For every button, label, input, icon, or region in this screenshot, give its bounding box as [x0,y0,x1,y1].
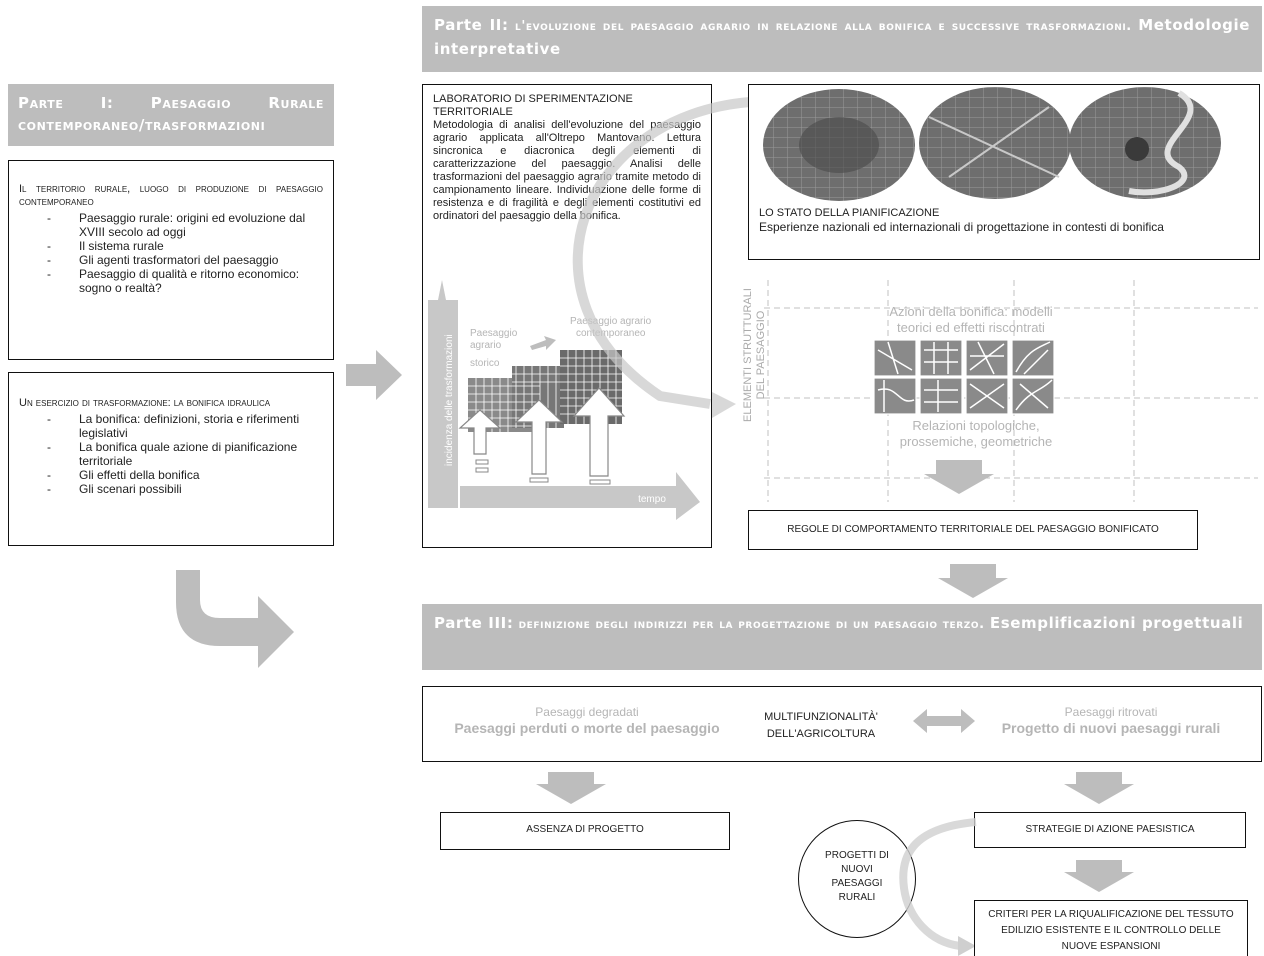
planning-text: Esperienze nazionali ed internazionali d… [759,220,1164,234]
transformation-diagram: incidenza delle trasformazioni tempo Pae… [428,280,700,520]
part2-title-rest: l'evoluzione del paesaggio agrario in re… [515,19,1132,34]
list-item: Paesaggio rurale: origini ed evoluzione … [47,211,323,239]
multifunzionalita-box: Paesaggi degradati Paesaggi perduti o mo… [422,686,1262,762]
list-item: La bonifica: definizioni, storia e rifer… [47,412,323,440]
y-axis-arrow [428,280,458,508]
part2-title-strong: Parte II: [434,16,509,34]
lab-box: LABORATORIO DI SPERIMENTAZIONE TERRITORI… [422,84,712,548]
double-arrow-icon [913,709,975,733]
ritrovati-block: Paesaggi ritrovati Progetto di nuovi pae… [975,705,1247,737]
side-label-line-1: ELEMENTI STRUTTURALI [742,288,754,422]
azioni-bottom-text: Relazioni topologiche, prossemiche, geom… [899,418,1053,449]
curved-arrow-icon [176,570,294,668]
progetti-text: PROGETTI DI NUOVI PAESAGGI RURALI [825,850,889,903]
part3-title-rest: definizione degli indirizzi per la proge… [518,617,985,632]
part1-box1-heading: Il territorio rurale, luogo di produzion… [19,183,323,208]
arrow-down-icon [536,772,606,804]
azioni-grid-lines [764,280,1258,502]
list-item: Paesaggio di qualità e ritorno economico… [47,267,323,295]
center-line-1: MULTIFUNZIONALITÀ' [764,711,878,723]
part3-title-strong: Parte III: [434,614,514,632]
degradati-big: Paesaggi perduti o morte del paesaggio [454,720,720,736]
multifunzionalita-center: MULTIFUNZIONALITÀ' DELL'AGRICOLTURA [741,709,901,743]
azioni-side-label: ELEMENTI STRUTTURALI DEL PAESAGGIO [742,270,782,440]
list-item: Il sistema rurale [47,239,323,253]
list-item: Gli agenti trasformatori del paesaggio [47,253,323,267]
part1-title: Parte I: Paesaggio Rurale contemporaneo/… [18,94,324,134]
strategie-text: STRATEGIE DI AZIONE PAESISTICA [1025,824,1195,835]
pattern-tiles [873,339,1055,415]
planning-heading: LO STATO DELLA PIANIFICAZIONE [759,207,940,219]
list-item: Gli scenari possibili [47,482,323,496]
degradati-small: Paesaggi degradati [535,705,639,719]
degradati-block: Paesaggi degradati Paesaggi perduti o mo… [437,705,737,737]
y-axis-label: incidenza delle trasformazioni [444,334,455,466]
arrow-bases [475,459,611,485]
curved-connector-icon [899,818,977,956]
progetti-circle: PROGETTI DI NUOVI PAESAGGI RURALI [798,820,916,938]
part1-box-bonifica: Un esercizio di trasformazione: la bonif… [8,372,334,546]
small-arrow-icon [530,336,556,350]
x-axis-label: tempo [638,494,666,505]
regole-box: REGOLE DI COMPORTAMENTO TERRITORIALE DEL… [748,510,1198,550]
ritrovati-big: Progetto di nuovi paesaggi rurali [1001,720,1221,736]
planning-box: LO STATO DELLA PIANIFICAZIONE Esperienze… [748,84,1260,260]
part1-title-band: Parte I: Paesaggio Rurale contemporaneo/… [8,84,334,146]
assenza-box: ASSENZA DI PROGETTO [440,812,730,850]
part1-box2-list: La bonifica: definizioni, storia e rifer… [19,412,323,496]
up-arrows [458,387,626,477]
arrow-down-icon [938,564,1008,598]
center-line-2: DELL'AGRICOLTURA [766,728,876,740]
criteri-box: CRITERI PER LA RIQUALIFICAZIONE DEL TESS… [974,900,1248,956]
aerial-photos [763,87,1221,201]
azioni-top-text: Azioni della bonifica: modelli teorici e… [889,304,1053,335]
aerial-photo-2 [919,87,1071,199]
list-item: Gli effetti della bonifica [47,468,323,482]
part1-box1-list: Paesaggio rurale: origini ed evoluzione … [19,211,323,295]
arrow-down-icon [1064,772,1134,804]
part2-title-tail: Metodologie interpretative [434,16,1250,58]
part1-box2-heading: Un esercizio di trasformazione: la bonif… [19,397,271,409]
part3-title-tail: Esemplificazioni progettuali [989,614,1244,632]
criteri-text: CRITERI PER LA RIQUALIFICAZIONE DEL TESS… [988,909,1234,952]
connector-curve [572,97,751,418]
list-item: La bonifica quale azione di pianificazio… [47,440,323,468]
part2-title-band: Parte II: l'evoluzione del paesaggio agr… [422,6,1262,72]
side-label-line-2: DEL PAESAGGIO [755,310,767,400]
arrow-down-icon [1064,860,1134,892]
assenza-text: ASSENZA DI PROGETTO [526,824,644,835]
ritrovati-small: Paesaggi ritrovati [1064,705,1158,719]
part1-box-rural: Il territorio rurale, luogo di produzion… [8,160,334,360]
arrow-down-icon [924,460,994,494]
x-axis-arrow [460,472,700,520]
strategie-box: STRATEGIE DI AZIONE PAESISTICA [974,812,1246,848]
mosaic-grid [468,350,622,432]
regole-text: REGOLE DI COMPORTAMENTO TERRITORIALE DEL… [787,524,1159,535]
lab-heading: LABORATORIO DI SPERIMENTAZIONE TERRITORI… [433,93,633,118]
arrow-right-icon [346,350,402,400]
part3-title-band: Parte III: definizione degli indirizzi p… [422,604,1262,670]
lab-text: Metodologia di analisi dell'evoluzione d… [433,119,701,222]
